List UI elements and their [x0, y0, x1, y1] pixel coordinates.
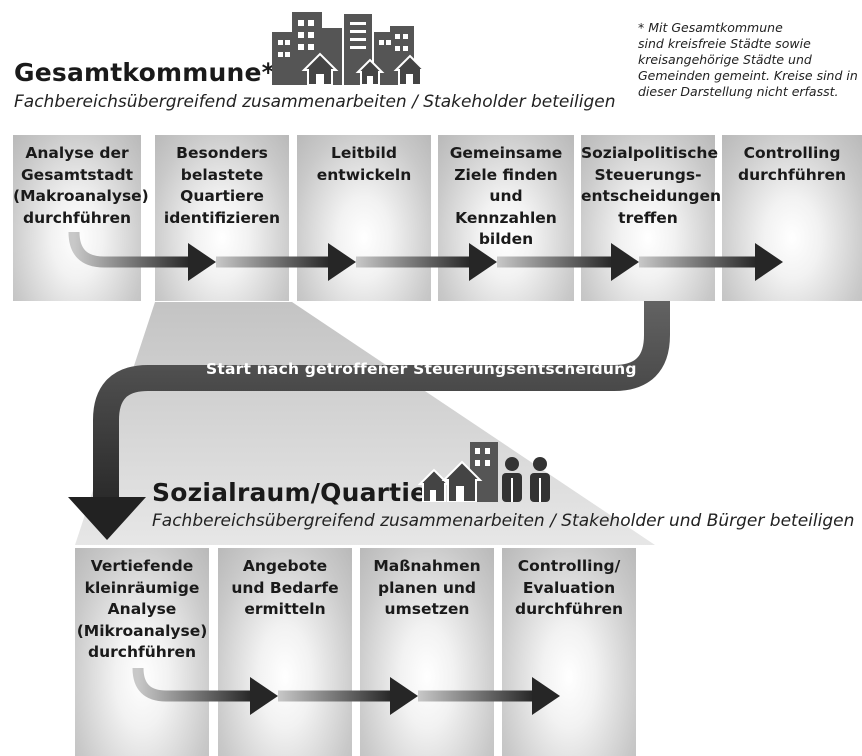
- bottom-step-3-box: Maßnahmen planen und umsetzen: [360, 548, 494, 756]
- top-step-3-label: Leitbild entwickeln: [316, 144, 412, 184]
- top-flow-arrowhead-1: [188, 243, 216, 281]
- connector-ribbon: [93, 275, 670, 500]
- top-section-title: Gesamtkommune*: [14, 58, 275, 87]
- bottom-step-4-box: Controlling/ Evaluation durchführen: [502, 548, 636, 756]
- top-flow-arrowhead-3: [469, 243, 497, 281]
- top-step-1-label: Analyse der Gesamtstadt (Makroanalyse) d…: [13, 144, 149, 227]
- bottom-flow-arrowhead-1: [250, 677, 278, 715]
- top-step-6-label: Controlling durchführen: [737, 144, 846, 184]
- neighborhood-people-icon: [418, 442, 550, 502]
- top-step-2-box: Besonders belastete Quartiere identifizi…: [155, 135, 289, 301]
- top-flow-arrows: [68, 231, 783, 281]
- bottom-flow-segment-2: [278, 690, 392, 702]
- bottom-step-1-label: Vertiefende kleinräumige Analyse (Mikroa…: [76, 557, 208, 661]
- top-flow-arrowhead-5: [755, 243, 783, 281]
- footnote: * Mit Gesamtkommune sind kreisfreie Städ…: [638, 20, 858, 99]
- bottom-flow-segment-3: [418, 690, 534, 702]
- top-step-4-label: Gemeinsame Ziele finden und Kennzahlen b…: [449, 144, 563, 248]
- bottom-step-2-box: Angebote und Bedarfe ermitteln: [218, 548, 352, 756]
- bottom-step-4-label: Controlling/ Evaluation durchführen: [514, 557, 623, 618]
- top-flow-segment-5: [639, 256, 757, 268]
- bottom-section-title: Sozialraum/Quartier: [152, 478, 440, 507]
- top-flow-segment-4: [497, 256, 613, 268]
- top-section-subtitle: Fachbereichsübergreifend zusammenarbeite…: [14, 92, 616, 112]
- top-step-5-box: Sozialpolitische Steuerungs- entscheidun…: [581, 135, 722, 301]
- bottom-flow-arrow-start: [132, 667, 252, 702]
- bottom-section-subtitle: Fachbereichsübergreifend zusammenarbeite…: [152, 511, 855, 531]
- city-buildings-icon: [272, 12, 427, 85]
- bottom-flow-arrowhead-2: [390, 677, 418, 715]
- connector-arrowhead: [68, 497, 146, 540]
- top-step-5-label: Sozialpolitische Steuerungs- entscheidun…: [581, 144, 722, 227]
- connector-label: Start nach getroffener Steuerungsentsche…: [206, 360, 637, 378]
- bottom-flow-arrows: [132, 667, 560, 715]
- top-flow-arrowhead-4: [611, 243, 639, 281]
- bottom-step-3-label: Maßnahmen planen und umsetzen: [373, 557, 481, 618]
- top-step-4-box: Gemeinsame Ziele finden und Kennzahlen b…: [438, 135, 574, 301]
- top-step-2-label: Besonders belastete Quartiere identifizi…: [163, 144, 281, 227]
- bottom-flow-arrowhead-3: [532, 677, 560, 715]
- bottom-step-2-label: Angebote und Bedarfe ermitteln: [231, 557, 339, 618]
- top-flow-segment-3: [356, 256, 471, 268]
- bottom-step-1-box: Vertiefende kleinräumige Analyse (Mikroa…: [75, 548, 209, 756]
- top-flow-arrowhead-2: [328, 243, 356, 281]
- zoom-wedge: [75, 302, 655, 545]
- top-step-1-box: Analyse der Gesamtstadt (Makroanalyse) d…: [13, 135, 149, 301]
- top-flow-arrow-start: [68, 231, 190, 268]
- top-step-3-box: Leitbild entwickeln: [297, 135, 431, 301]
- top-step-6-box: Controlling durchführen: [722, 135, 862, 301]
- top-flow-segment-2: [216, 256, 330, 268]
